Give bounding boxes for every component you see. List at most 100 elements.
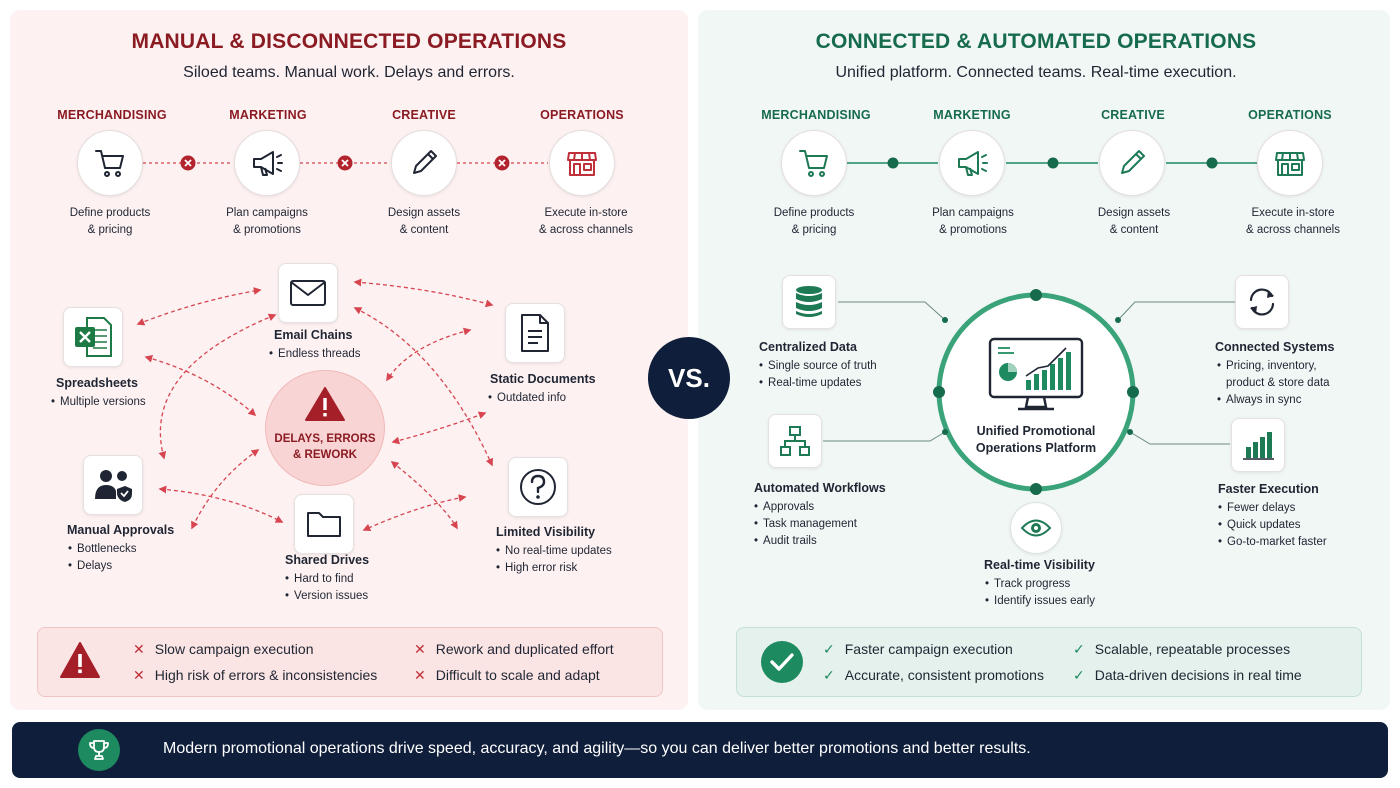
right-team-merchandising: MERCHANDISING	[761, 108, 871, 122]
left-timeline-break-icon-3	[494, 155, 510, 171]
automated-workflows-bullet: Audit trails	[754, 533, 857, 550]
automated-workflows-title: Automated Workflows	[754, 481, 886, 495]
issue-item: ✕Rework and duplicated effort	[414, 641, 614, 657]
spreadsheets-tile	[63, 307, 123, 367]
x-mark-icon: ✕	[414, 641, 426, 657]
right-creative-circle	[1099, 130, 1165, 196]
spreadsheets-bullet: Multiple versions	[51, 394, 146, 411]
store-icon	[1275, 152, 1305, 176]
right-operations-circle	[1257, 130, 1323, 196]
question-icon	[520, 469, 556, 505]
left-team-marketing: MARKETING	[229, 108, 307, 122]
left-team-merchandising: MERCHANDISING	[57, 108, 167, 122]
manual-approvals-title: Manual Approvals	[67, 523, 175, 537]
centralized-data-bullet: Single source of truth	[759, 358, 877, 375]
left-marketing-circle	[234, 130, 300, 196]
left-creative-desc: Design assets & content	[387, 207, 461, 236]
check-mark-icon: ✓	[1073, 667, 1085, 683]
check-mark-icon: ✓	[823, 667, 835, 683]
real-time-visibility-bullet: Identify issues early	[985, 593, 1095, 610]
spreadsheets-bullets: Multiple versions	[51, 394, 146, 411]
benefit-item: ✓Faster campaign execution	[823, 641, 1013, 657]
sync-icon	[1249, 288, 1275, 316]
monitor-chart-icon	[988, 337, 1084, 411]
benefit-item: ✓Data-driven decisions in real time	[1073, 667, 1302, 683]
faster-execution-title: Faster Execution	[1218, 482, 1319, 496]
issue-item: ✕High risk of errors & inconsistencies	[133, 667, 378, 683]
x-mark-icon: ✕	[133, 667, 145, 683]
left-merchandising-circle	[77, 130, 143, 196]
benefit-item: ✓Accurate, consistent promotions	[823, 667, 1044, 683]
email-chains-title: Email Chains	[274, 328, 353, 342]
shared-drives-bullets: Hard to find Version issues	[285, 571, 368, 605]
users-icon	[95, 470, 132, 502]
email-chains-tile	[278, 263, 338, 323]
automated-workflows-bullets: Approvals Task management Audit trails	[754, 499, 857, 550]
right-title: CONNECTED & AUTOMATED OPERATIONS	[815, 30, 1257, 53]
left-merchandising-desc: Define products & pricing	[69, 207, 151, 236]
pencil-icon	[1121, 150, 1145, 174]
spreadsheets-title: Spreadsheets	[56, 376, 138, 390]
real-time-visibility-bullet: Track progress	[985, 576, 1095, 593]
static-documents-bullet: Outdated info	[488, 390, 566, 407]
cart-icon	[95, 150, 124, 177]
left-operations-desc: Execute in-store & across channels	[539, 207, 633, 236]
left-title: MANUAL & DISCONNECTED OPERATIONS	[131, 30, 567, 53]
right-merchandising-desc: Define products & pricing	[773, 207, 855, 236]
real-time-visibility-tile	[1010, 502, 1062, 554]
faster-execution-tile	[1231, 418, 1285, 472]
centralized-data-bullet: Real-time updates	[759, 375, 877, 392]
right-marketing-desc: Plan campaigns & promotions	[932, 207, 1014, 236]
connected-systems-bullet: Pricing, inventory,	[1217, 358, 1330, 375]
issues-box	[37, 627, 663, 697]
real-time-visibility-bullets: Track progress Identify issues early	[985, 576, 1095, 610]
bar-chart-icon	[1243, 432, 1274, 460]
left-timeline-break-icon-1	[180, 155, 196, 171]
right-operations-desc: Execute in-store & across channels	[1246, 207, 1340, 236]
benefit-item: ✓Scalable, repeatable processes	[1073, 641, 1291, 657]
envelope-icon	[290, 280, 326, 306]
folder-icon	[307, 512, 341, 537]
faster-execution-bullet: Fewer delays	[1218, 500, 1327, 517]
vs-badge: VS.	[648, 337, 730, 419]
centralized-data-title: Centralized Data	[759, 340, 857, 354]
left-subtitle: Siloed teams. Manual work. Delays and er…	[183, 64, 515, 81]
footer-bar	[12, 722, 1388, 778]
benefits-box	[736, 627, 1362, 697]
workflow-icon	[780, 426, 810, 456]
pencil-icon	[413, 150, 437, 174]
check-circle-icon	[761, 641, 803, 683]
limited-visibility-tile	[508, 457, 568, 517]
manual-approvals-bullets: Bottlenecks Delays	[68, 541, 136, 575]
platform-label: Unified Promotional Operations Platform	[975, 424, 1097, 455]
shared-drives-title: Shared Drives	[285, 553, 370, 567]
spreadsheet-icon	[75, 317, 112, 357]
connected-systems-tile	[1235, 275, 1289, 329]
limited-visibility-bullets: No real-time updates High error risk	[496, 543, 612, 577]
faster-execution-bullets: Fewer delays Quick updates Go-to-market …	[1218, 500, 1327, 551]
issue-item: ✕Difficult to scale and adapt	[414, 667, 600, 683]
connected-systems-bullet: Always in sync	[1217, 392, 1330, 409]
cart-icon	[799, 150, 828, 177]
manual-approvals-tile	[83, 455, 143, 515]
faster-execution-bullet: Go-to-market faster	[1218, 534, 1327, 551]
warning-icon	[60, 642, 100, 678]
static-documents-tile	[505, 303, 565, 363]
left-operations-circle	[549, 130, 615, 196]
right-marketing-circle	[939, 130, 1005, 196]
right-merchandising-circle	[781, 130, 847, 196]
left-creative-circle	[391, 130, 457, 196]
trophy-icon	[89, 740, 109, 760]
centralized-data-tile	[782, 275, 836, 329]
check-mark-icon: ✓	[823, 641, 835, 657]
connected-systems-bullets: Pricing, inventory, product & store data…	[1217, 358, 1330, 409]
left-team-operations: OPERATIONS	[540, 108, 624, 122]
x-mark-icon: ✕	[133, 641, 145, 657]
delays-errors-rework-label: DELAYS, ERRORS & REWORK	[274, 433, 376, 461]
shared-drives-tile	[294, 494, 354, 554]
eye-icon	[1020, 519, 1052, 537]
manual-approvals-bullet: Delays	[68, 558, 136, 575]
email-chains-bullets: Endless threads	[269, 346, 360, 363]
connected-systems-bullet-continued: product & store data	[1226, 377, 1330, 389]
email-chains-bullet: Endless threads	[269, 346, 360, 363]
